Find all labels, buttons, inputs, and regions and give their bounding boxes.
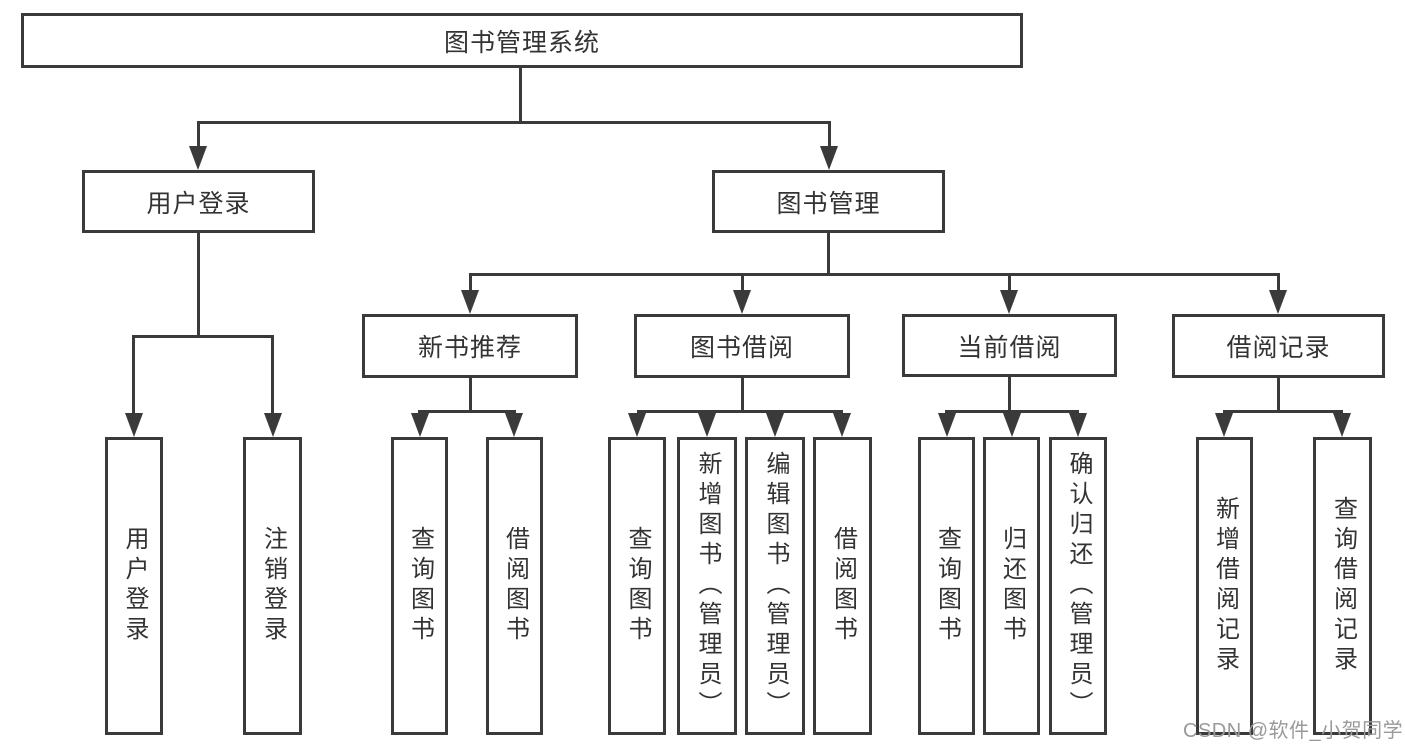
leaf-current-confirm-return-label: 确认归还（管理员） xyxy=(1065,451,1092,721)
connector-line xyxy=(827,233,830,275)
connector-arrow xyxy=(766,413,784,437)
leaf-borrow-borrow-books: 借阅图书 xyxy=(813,437,872,735)
connector-line xyxy=(1008,377,1011,413)
connector-arrow xyxy=(1333,413,1351,437)
connector-arrow xyxy=(411,413,429,437)
connector-arrow xyxy=(733,290,751,314)
connector-arrow xyxy=(461,290,479,314)
leaf-user-login: 用户登录 xyxy=(105,437,163,735)
node-borrow-records-label: 借阅记录 xyxy=(1226,334,1331,362)
leaf-records-query-record: 查询借阅记录 xyxy=(1313,437,1372,735)
connector-arrow xyxy=(628,413,646,437)
connector-arrow xyxy=(189,146,207,170)
connector-line xyxy=(828,121,831,149)
connector-line xyxy=(469,273,472,294)
node-book-management: 图书管理 xyxy=(712,170,945,233)
leaf-borrow-edit-books-label: 编辑图书（管理员） xyxy=(762,451,789,721)
connector-arrow xyxy=(1069,413,1087,437)
connector-line xyxy=(132,335,274,338)
connector-arrow xyxy=(698,413,716,437)
connector-arrow xyxy=(125,413,143,437)
leaf-recommend-borrow-books: 借阅图书 xyxy=(486,437,543,735)
connector-arrow xyxy=(1215,413,1233,437)
connector-line xyxy=(1008,273,1011,294)
leaf-recommend-query-books: 查询图书 xyxy=(391,437,448,735)
connector-line xyxy=(1277,378,1280,413)
leaf-current-return-books-label: 归还图书 xyxy=(998,526,1026,646)
node-book-borrow: 图书借阅 xyxy=(634,314,850,378)
connector-line xyxy=(470,273,1280,276)
leaf-current-return-books: 归还图书 xyxy=(983,437,1040,735)
node-book-management-label: 图书管理 xyxy=(776,189,881,218)
connector-arrow xyxy=(1003,413,1021,437)
connector-line xyxy=(469,378,472,413)
connector-arrow xyxy=(505,413,523,437)
node-root: 图书管理系统 xyxy=(21,13,1023,68)
node-book-borrow-label: 图书借阅 xyxy=(689,334,794,362)
leaf-borrow-query-books: 查询图书 xyxy=(608,437,666,735)
connector-arrow xyxy=(1269,290,1287,314)
leaf-recommend-borrow-books-label: 借阅图书 xyxy=(501,526,529,646)
connector-line xyxy=(945,410,1079,413)
leaf-records-query-record-label: 查询借阅记录 xyxy=(1329,496,1357,676)
connector-line xyxy=(197,121,200,149)
connector-line xyxy=(132,335,135,415)
node-current-borrow-label: 当前借阅 xyxy=(957,333,1062,362)
leaf-user-login-label: 用户登录 xyxy=(121,526,148,646)
connector-arrow xyxy=(1000,290,1018,314)
connector-arrow xyxy=(264,413,282,437)
connector-line xyxy=(637,410,843,413)
leaf-borrow-add-books-label: 新增图书（管理员） xyxy=(694,451,721,721)
leaf-logout: 注销登录 xyxy=(243,437,302,735)
connector-line xyxy=(741,378,744,413)
node-current-borrow: 当前借阅 xyxy=(902,314,1117,377)
node-new-book-recommend-label: 新书推荐 xyxy=(417,334,522,362)
leaf-current-query-books-label: 查询图书 xyxy=(933,526,961,646)
connector-line xyxy=(418,410,516,413)
leaf-borrow-edit-books: 编辑图书（管理员） xyxy=(745,437,805,735)
node-borrow-records: 借阅记录 xyxy=(1172,314,1385,378)
leaf-borrow-borrow-books-label: 借阅图书 xyxy=(829,526,857,646)
leaf-borrow-add-books: 新增图书（管理员） xyxy=(677,437,737,735)
leaf-records-add-record-label: 新增借阅记录 xyxy=(1211,496,1239,676)
leaf-records-add-record: 新增借阅记录 xyxy=(1196,437,1253,735)
node-user-login-label: 用户登录 xyxy=(146,189,251,218)
connector-line xyxy=(197,121,831,124)
leaf-borrow-query-books-label: 查询图书 xyxy=(624,526,651,646)
leaf-recommend-query-books-label: 查询图书 xyxy=(406,526,434,646)
connector-arrow xyxy=(820,146,838,170)
leaf-current-query-books: 查询图书 xyxy=(918,437,975,735)
connector-line xyxy=(1277,273,1280,294)
connector-arrow xyxy=(938,413,956,437)
node-root-label: 图书管理系统 xyxy=(443,28,600,57)
connector-line xyxy=(197,233,200,338)
connector-line xyxy=(741,273,744,294)
node-user-login: 用户登录 xyxy=(82,170,315,233)
leaf-current-confirm-return: 确认归还（管理员） xyxy=(1049,437,1107,735)
node-new-book-recommend: 新书推荐 xyxy=(362,314,578,378)
leaf-logout-label: 注销登录 xyxy=(259,526,287,646)
connector-arrow xyxy=(833,413,851,437)
connector-line xyxy=(519,68,522,124)
watermark: CSDN @软件_小贺同学 xyxy=(1183,720,1404,742)
connector-line xyxy=(1223,410,1343,413)
connector-line xyxy=(271,335,274,415)
